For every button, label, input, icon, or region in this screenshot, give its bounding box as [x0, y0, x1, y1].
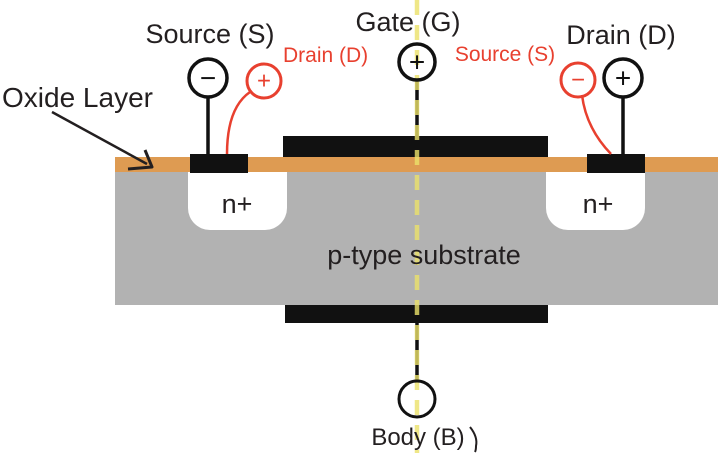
- body-label: Body (B): [371, 424, 464, 451]
- source-contact: [190, 154, 248, 173]
- body-terminal-circle: [397, 379, 437, 419]
- body-leader-tick: [469, 426, 478, 453]
- n-plus-label-source: n+: [222, 189, 253, 219]
- drain-contact: [587, 154, 645, 173]
- n-plus-well-source: [188, 172, 287, 230]
- swapped-source-polarity-sign: −: [571, 67, 585, 94]
- swapped-drain-lead: [225, 90, 251, 155]
- swapped-source-lead: [580, 94, 612, 155]
- gate-label: Gate (G): [355, 7, 460, 37]
- swapped-source-label: Source (S): [455, 43, 555, 66]
- source-label: Source (S): [145, 19, 274, 49]
- oxide-layer-label: Oxide Layer: [2, 82, 153, 113]
- gate-electrode: [283, 136, 548, 157]
- oxide-pointer-arrow-shaft: [51, 110, 148, 166]
- drain-terminal-circle: [602, 57, 644, 99]
- substrate-label: p-type substrate: [327, 240, 521, 270]
- source-terminal-circle: [187, 57, 229, 99]
- swapped-source-terminal-circle: [559, 61, 597, 99]
- swapped-drain-terminal-circle: [245, 62, 283, 100]
- drain-label: Drain (D): [566, 20, 676, 50]
- oxide-pointer-arrowhead: [127, 149, 154, 171]
- n-plus-well-drain: [546, 172, 645, 230]
- drain-polarity-sign: +: [615, 63, 631, 94]
- swapped-drain-polarity-sign: +: [257, 68, 271, 95]
- gate-polarity-sign: +: [409, 47, 425, 78]
- swapped-drain-label: Drain (D): [283, 44, 368, 67]
- source-polarity-sign: −: [200, 63, 216, 94]
- n-plus-label-drain: n+: [583, 189, 614, 219]
- gate-terminal-circle: [397, 42, 437, 82]
